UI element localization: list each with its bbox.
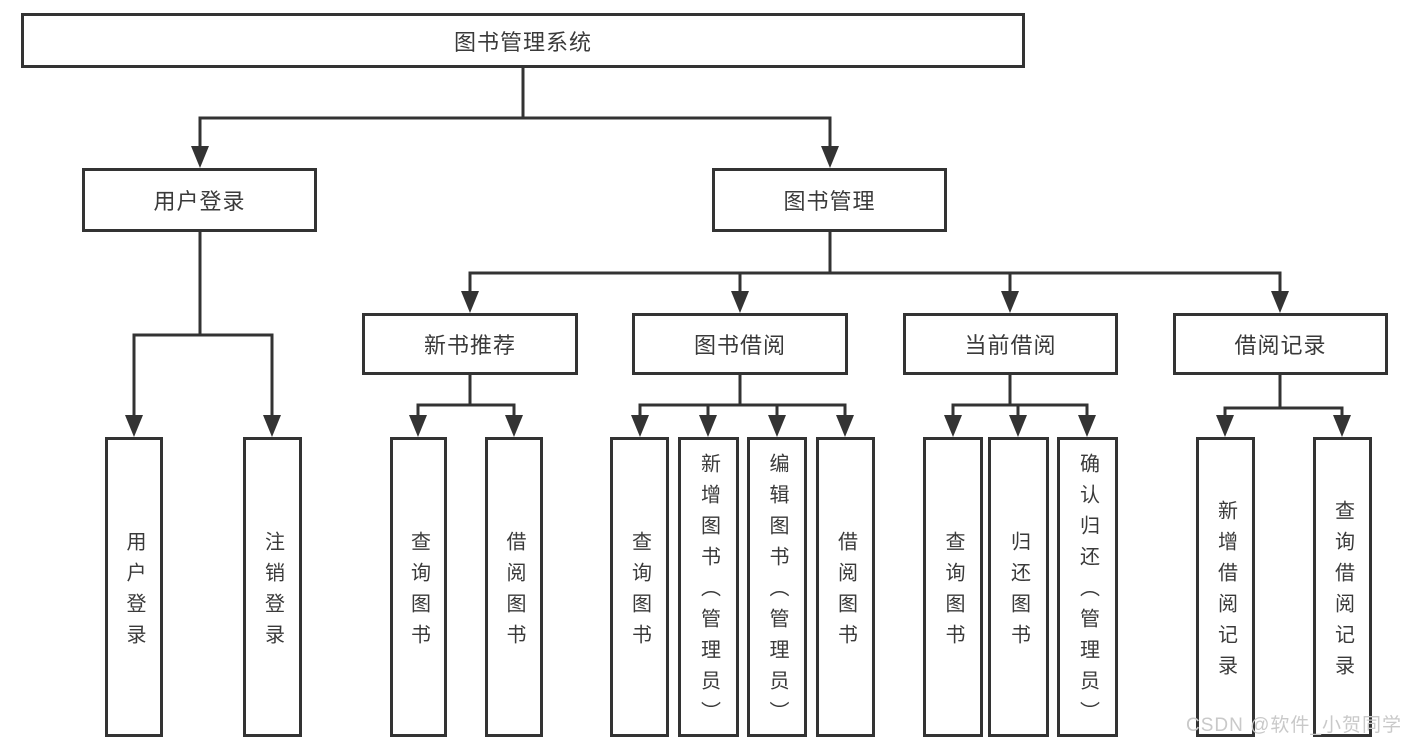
leaf-edit-books-admin: 编辑图书（管理员） xyxy=(747,437,807,737)
node-label: 确认归还（管理员） xyxy=(1076,453,1099,732)
node-label: 编辑图书（管理员） xyxy=(766,453,788,732)
node-new-book-recommend: 新书推荐 xyxy=(362,313,578,375)
node-label: 查询图书 xyxy=(942,530,964,655)
node-current-borrow: 当前借阅 xyxy=(903,313,1118,375)
leaf-confirm-return-admin: 确认归还（管理员） xyxy=(1057,437,1118,737)
node-label: 归还图书 xyxy=(1007,530,1030,655)
node-system-root: 图书管理系统 xyxy=(21,13,1025,68)
node-label: 当前借阅 xyxy=(964,333,1057,358)
node-label: 查询图书 xyxy=(628,530,651,655)
node-label: 借阅图书 xyxy=(503,530,525,655)
node-label: 图书管理 xyxy=(783,189,876,214)
leaf-borrow-books-recommend: 借阅图书 xyxy=(485,437,543,737)
leaf-add-books-admin: 新增图书（管理员） xyxy=(678,437,739,737)
leaf-logout: 注销登录 xyxy=(243,437,302,737)
leaf-add-borrow-record: 新增借阅记录 xyxy=(1196,437,1255,737)
node-label: 借阅记录 xyxy=(1234,333,1327,358)
leaf-query-books-recommend: 查询图书 xyxy=(390,437,447,737)
leaf-return-books: 归还图书 xyxy=(988,437,1049,737)
node-label: 图书管理系统 xyxy=(453,29,592,55)
leaf-query-borrow-record: 查询借阅记录 xyxy=(1313,437,1372,737)
node-book-management: 图书管理 xyxy=(712,168,947,232)
node-label: 查询借阅记录 xyxy=(1331,499,1354,686)
node-label: 注销登录 xyxy=(261,530,284,655)
leaf-user-login: 用户登录 xyxy=(105,437,163,737)
node-book-borrow: 图书借阅 xyxy=(632,313,848,375)
node-label: 新增图书（管理员） xyxy=(697,453,720,732)
leaf-query-books-borrow: 查询图书 xyxy=(610,437,669,737)
node-label: 新增借阅记录 xyxy=(1214,499,1237,686)
node-label: 查询图书 xyxy=(407,530,430,655)
node-label: 用户登录 xyxy=(123,530,145,655)
node-label: 新书推荐 xyxy=(423,333,516,358)
arrowheads xyxy=(125,146,1351,437)
leaf-query-books-current: 查询图书 xyxy=(923,437,983,737)
node-label: 用户登录 xyxy=(153,189,246,214)
node-label: 图书借阅 xyxy=(693,333,786,358)
node-borrow-records: 借阅记录 xyxy=(1173,313,1388,375)
node-label: 借阅图书 xyxy=(834,530,857,655)
node-user-login: 用户登录 xyxy=(82,168,317,232)
leaf-borrow-books: 借阅图书 xyxy=(816,437,875,737)
